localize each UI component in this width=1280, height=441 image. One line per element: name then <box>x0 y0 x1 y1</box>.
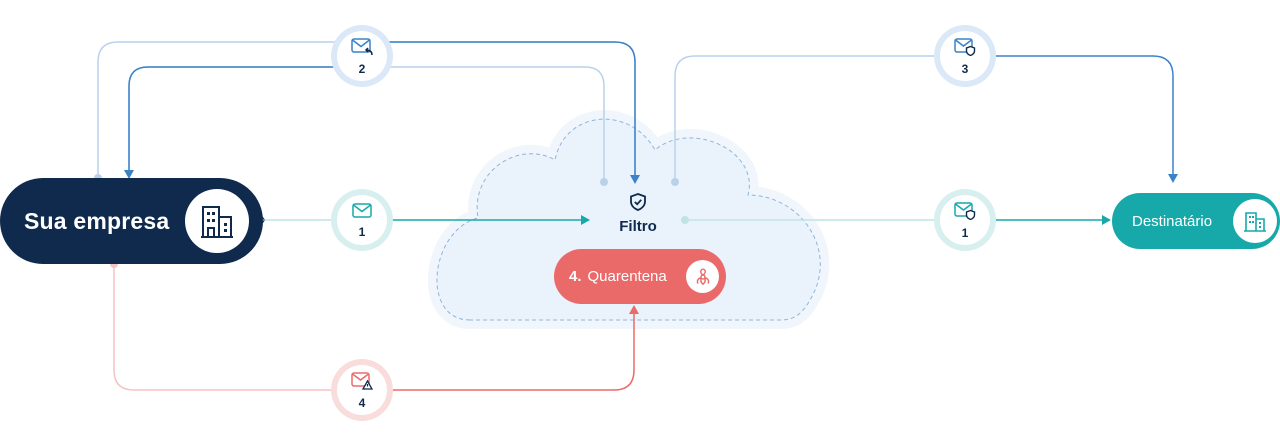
arrow-to-quarantine <box>629 305 639 314</box>
envelope-shield-icon <box>954 37 976 61</box>
step-3-badge: 3 <box>934 25 996 87</box>
envelope-warning-icon <box>351 371 374 395</box>
building-icon <box>1233 199 1277 243</box>
filter-label: Filtro <box>619 218 657 235</box>
step-1-right-badge: 1 <box>934 189 996 251</box>
flow-3-dark-line <box>965 55 1174 176</box>
quarantine-number: 4. <box>569 268 582 285</box>
company-label: Sua empresa <box>24 207 170 234</box>
step-2-badge: 2 <box>331 25 393 87</box>
step-4-number: 4 <box>358 395 366 410</box>
arrow-to-filter-1 <box>581 215 590 225</box>
envelope-shield-icon <box>954 201 976 225</box>
arrow-to-filter <box>630 175 640 184</box>
step-1-left-badge: 1 <box>331 189 393 251</box>
step-1-right-number: 1 <box>961 225 969 240</box>
flow-2-dark-line <box>362 41 636 180</box>
quarantine-label: Quarentena <box>587 268 667 285</box>
biohazard-icon <box>686 260 719 293</box>
flow-2-return-line <box>128 66 362 172</box>
arrow-to-recipient-3 <box>1168 174 1178 183</box>
envelope-icon <box>352 202 372 224</box>
step-2-number: 2 <box>358 61 366 76</box>
quarantine-node: 4. Quarentena <box>554 249 726 304</box>
recipient-label: Destinatário <box>1132 212 1213 230</box>
step-1-left-number: 1 <box>358 224 366 239</box>
arrow-to-recipient-1 <box>1102 215 1111 225</box>
step-3-number: 3 <box>961 61 969 76</box>
flow-4-light-line <box>113 264 362 391</box>
arrow-to-company <box>124 170 134 179</box>
flow-4-dark-line <box>362 312 635 391</box>
flow-3-light-line <box>674 55 965 182</box>
company-node: Sua empresa <box>0 178 263 264</box>
recipient-node: Destinatário <box>1112 193 1280 249</box>
building-icon <box>185 189 249 253</box>
step-4-badge: 4 <box>331 359 393 421</box>
envelope-reply-icon <box>351 37 373 61</box>
shield-check-icon <box>628 192 648 212</box>
